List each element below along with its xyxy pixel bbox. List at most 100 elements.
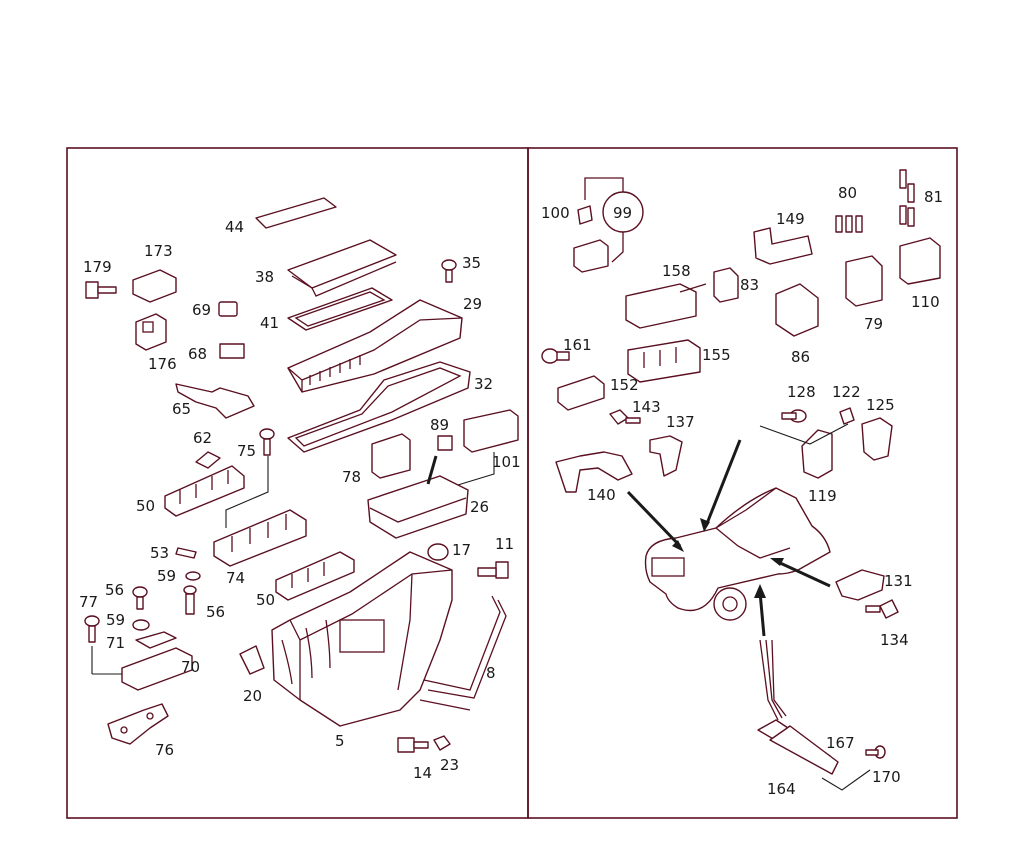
callout-50-lower: 50 [256, 591, 275, 609]
callout-134: 134 [880, 631, 909, 649]
callout-70: 70 [181, 658, 200, 676]
callout-173: 173 [144, 242, 173, 260]
part-56-screw-a [132, 586, 148, 610]
part-75-screw [259, 428, 275, 456]
callout-119: 119 [808, 487, 837, 505]
part-83-relay [713, 267, 739, 303]
part-20-connector [239, 645, 265, 675]
part-32-gasket [287, 361, 471, 453]
callout-23: 23 [440, 756, 459, 774]
callout-79: 79 [864, 315, 883, 333]
callout-26: 26 [470, 498, 489, 516]
part-128-screw [781, 409, 807, 423]
part-173-bracket [132, 269, 177, 303]
callout-62: 62 [193, 429, 212, 447]
part-80-fuses [835, 215, 863, 233]
part-78-relay [371, 433, 411, 479]
callout-137: 137 [666, 413, 695, 431]
callout-99: 99 [613, 204, 632, 222]
callout-74: 74 [226, 569, 245, 587]
callout-53: 53 [150, 544, 169, 562]
callout-80: 80 [838, 184, 857, 202]
part-65-plate [175, 383, 255, 419]
callout-14: 14 [413, 764, 432, 782]
part-137-bracket [649, 435, 683, 477]
callout-68: 68 [188, 345, 207, 363]
part-179-bolt [85, 281, 117, 299]
callout-71: 71 [106, 634, 125, 652]
part-131-plate [835, 569, 885, 601]
callout-149: 149 [776, 210, 805, 228]
callout-179: 179 [83, 258, 112, 276]
part-11-bolt [477, 561, 509, 579]
part-143-screw [609, 409, 641, 425]
callout-122: 122 [832, 383, 861, 401]
callout-152: 152 [610, 376, 639, 394]
part-86-relay [775, 283, 819, 337]
part-152-holder [557, 375, 605, 411]
callout-20: 20 [243, 687, 262, 705]
callout-158: 158 [662, 262, 691, 280]
callout-69: 69 [192, 301, 211, 319]
part-29-lid [287, 299, 463, 393]
part-71-plate [135, 631, 177, 649]
part-89-relay [437, 435, 453, 451]
part-79-relay [845, 255, 883, 307]
callout-76: 76 [155, 741, 174, 759]
callout-125: 125 [866, 396, 895, 414]
callout-89: 89 [430, 416, 449, 434]
callout-50-upper: 50 [136, 497, 155, 515]
callout-11: 11 [495, 535, 514, 553]
callout-35: 35 [462, 254, 481, 272]
part-44-strip [255, 197, 337, 229]
part-170-screw [865, 745, 886, 759]
part-100-fuse [577, 205, 593, 225]
part-140-bracket [555, 451, 633, 493]
part-41-gasket [287, 287, 393, 331]
callout-164: 164 [767, 780, 796, 798]
callout-65: 65 [172, 400, 191, 418]
part-81-fuses [899, 169, 915, 227]
part-59-washer [185, 571, 201, 581]
part-149-bracket [753, 227, 813, 265]
part-8-rods [419, 595, 507, 711]
part-101-relay [463, 409, 519, 453]
part-119-holder [801, 429, 833, 479]
callout-155: 155 [702, 346, 731, 364]
callout-143: 143 [632, 398, 661, 416]
part-69-block [218, 301, 238, 317]
callout-101: 101 [492, 453, 521, 471]
part-53-clip [175, 547, 197, 559]
callout-41: 41 [260, 314, 279, 332]
callout-8: 8 [486, 664, 496, 682]
callout-110: 110 [911, 293, 940, 311]
part-110-relay [899, 237, 941, 285]
callout-100: 100 [541, 204, 570, 222]
callout-78: 78 [342, 468, 361, 486]
arrow-89-to-26 [426, 455, 438, 485]
right-callouts: 100 99 149 80 81 158 83 110 79 86 161 15… [541, 184, 943, 798]
part-158-module [625, 283, 697, 329]
part-161-grommet [541, 348, 570, 364]
callout-83: 83 [740, 276, 759, 294]
part-70-module [121, 647, 193, 691]
callout-86: 86 [791, 348, 810, 366]
part-17-clamp [427, 543, 449, 561]
part-62-fuse [195, 451, 221, 469]
right-panel-frame [527, 147, 958, 819]
arrows-to-car [626, 439, 831, 637]
callout-170: 170 [872, 768, 901, 786]
callout-59-upper: 59 [157, 567, 176, 585]
part-125-holder [861, 417, 893, 461]
callout-167: 167 [826, 734, 855, 752]
callout-56-right: 56 [206, 603, 225, 621]
callout-17: 17 [452, 541, 471, 559]
callout-128: 128 [787, 383, 816, 401]
callout-75: 75 [237, 442, 256, 460]
part-74-fuse-block [213, 509, 307, 567]
left-callouts: 44 38 41 29 35 32 179 173 176 69 68 65 6… [79, 218, 521, 782]
callout-59-lower: 59 [106, 611, 125, 629]
callout-56-left: 56 [105, 581, 124, 599]
callout-140: 140 [587, 486, 616, 504]
part-99-relay [573, 239, 609, 273]
